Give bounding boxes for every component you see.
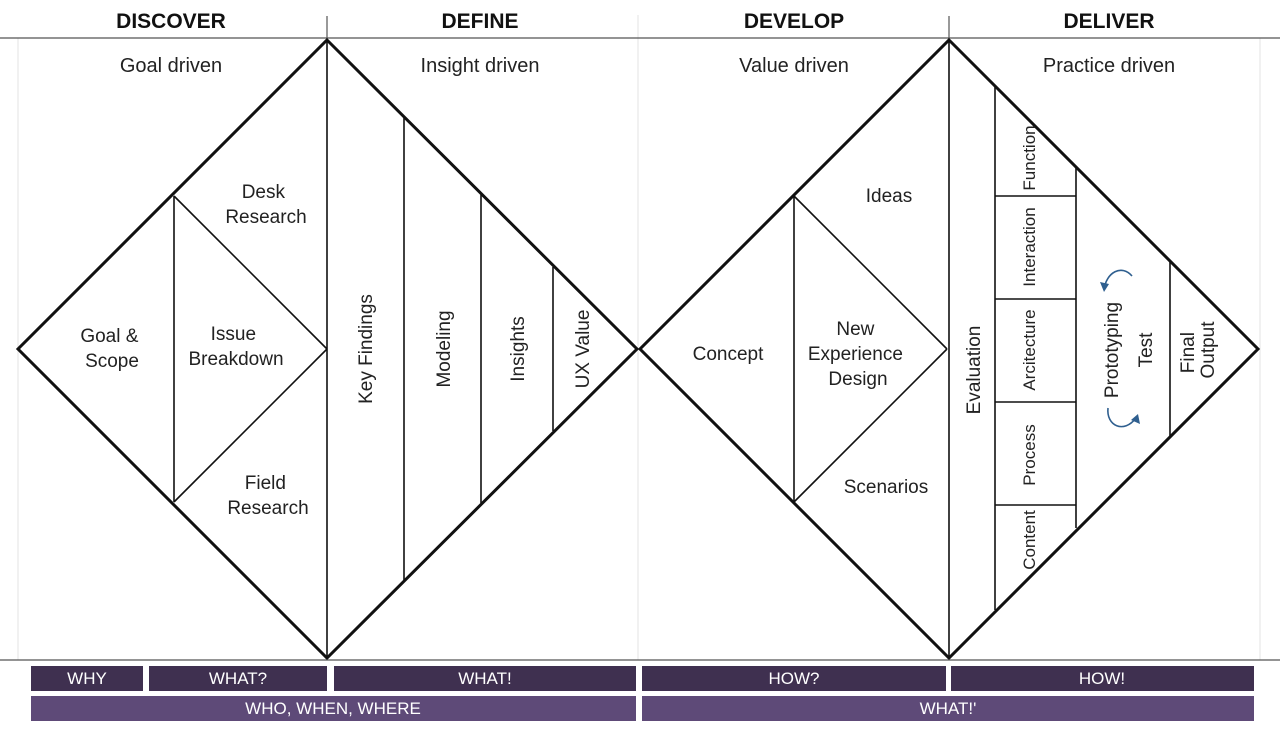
iteration-arrows (1100, 269, 1140, 428)
key-findings-label: Key Findings (356, 294, 377, 404)
bar-why (31, 666, 143, 691)
ux-value-label: UX Value (573, 310, 594, 389)
bottom-bars: WHY WHAT? WHAT! HOW? HOW! WHO, WHEN, WHE… (0, 659, 1280, 721)
develop-labels: Concept New Experience Design Ideas Scen… (693, 186, 929, 498)
scenarios-label: Scenarios (844, 477, 929, 498)
prototyping-label: Prototyping (1102, 302, 1123, 398)
bar-how-question (642, 666, 946, 691)
bar-who-when-where (31, 696, 636, 721)
layer-function-label: Function (1020, 125, 1039, 190)
issue-breakdown-label: Issue Breakdown (188, 324, 283, 370)
discover-labels: Goal & Scope Issue Breakdown Desk Resear… (80, 182, 308, 519)
ideas-label: Ideas (866, 186, 912, 207)
bar-why-label: WHY (67, 669, 107, 688)
final-output-label: Final Output (1178, 321, 1219, 379)
define-labels: Key Findings Modeling Insights UX Value (356, 294, 594, 404)
bar-what-exclaim (334, 666, 636, 691)
cycle-arrow-top-icon (1103, 269, 1133, 291)
field-research-label: Field Research (227, 473, 308, 519)
desk-research-label: Desk Research (225, 182, 306, 228)
second-diamond (637, 37, 1261, 661)
insights-label: Insights (508, 316, 529, 381)
evaluation-label: Evaluation (964, 326, 985, 415)
phase-title-define: DEFINE (441, 10, 518, 33)
goal-scope-label: Goal & Scope (80, 326, 143, 372)
bar-how-exclaim (951, 666, 1254, 691)
layer-interaction-label: Interaction (1020, 207, 1039, 286)
cycle-arrow-bottom-icon (1107, 407, 1137, 428)
arrowhead-top-icon (1100, 282, 1109, 292)
guide-lines (17, 15, 1261, 660)
bar-what-prime (642, 696, 1254, 721)
phase-subtitle-develop: Value driven (739, 55, 849, 77)
bar-what-question (149, 666, 327, 691)
new-experience-design-label: New Experience Design (808, 319, 908, 390)
deliver-labels: Evaluation Function Interaction Arcitect… (964, 125, 1219, 569)
bar-what-prime-label: WHAT!' (920, 699, 977, 718)
phase-subtitle-deliver: Practice driven (1043, 55, 1175, 77)
phase-header: DISCOVER DEFINE DEVELOP DELIVER Goal dri… (0, 10, 1280, 77)
test-label: Test (1136, 332, 1157, 368)
arrowhead-bottom-icon (1131, 414, 1140, 424)
phase-subtitle-discover: Goal driven (120, 55, 222, 77)
phase-subtitle-define: Insight driven (421, 55, 540, 77)
layer-content-label: Content (1020, 510, 1039, 570)
layer-architecture-label: Arcitecture (1020, 309, 1039, 390)
bar-what-exclaim-label: WHAT! (458, 669, 512, 688)
modeling-label: Modeling (434, 310, 455, 387)
bar-how-exclaim-label: HOW! (1079, 669, 1125, 688)
bar-who-when-where-label: WHO, WHEN, WHERE (245, 699, 421, 718)
phase-title-develop: DEVELOP (744, 10, 844, 33)
phase-title-discover: DISCOVER (116, 10, 226, 33)
first-diamond (15, 37, 640, 661)
bar-how-question-label: HOW? (769, 669, 820, 688)
layer-process-label: Process (1020, 424, 1039, 485)
concept-label: Concept (693, 344, 764, 365)
bar-what-question-label: WHAT? (209, 669, 267, 688)
phase-title-deliver: DELIVER (1063, 10, 1154, 33)
